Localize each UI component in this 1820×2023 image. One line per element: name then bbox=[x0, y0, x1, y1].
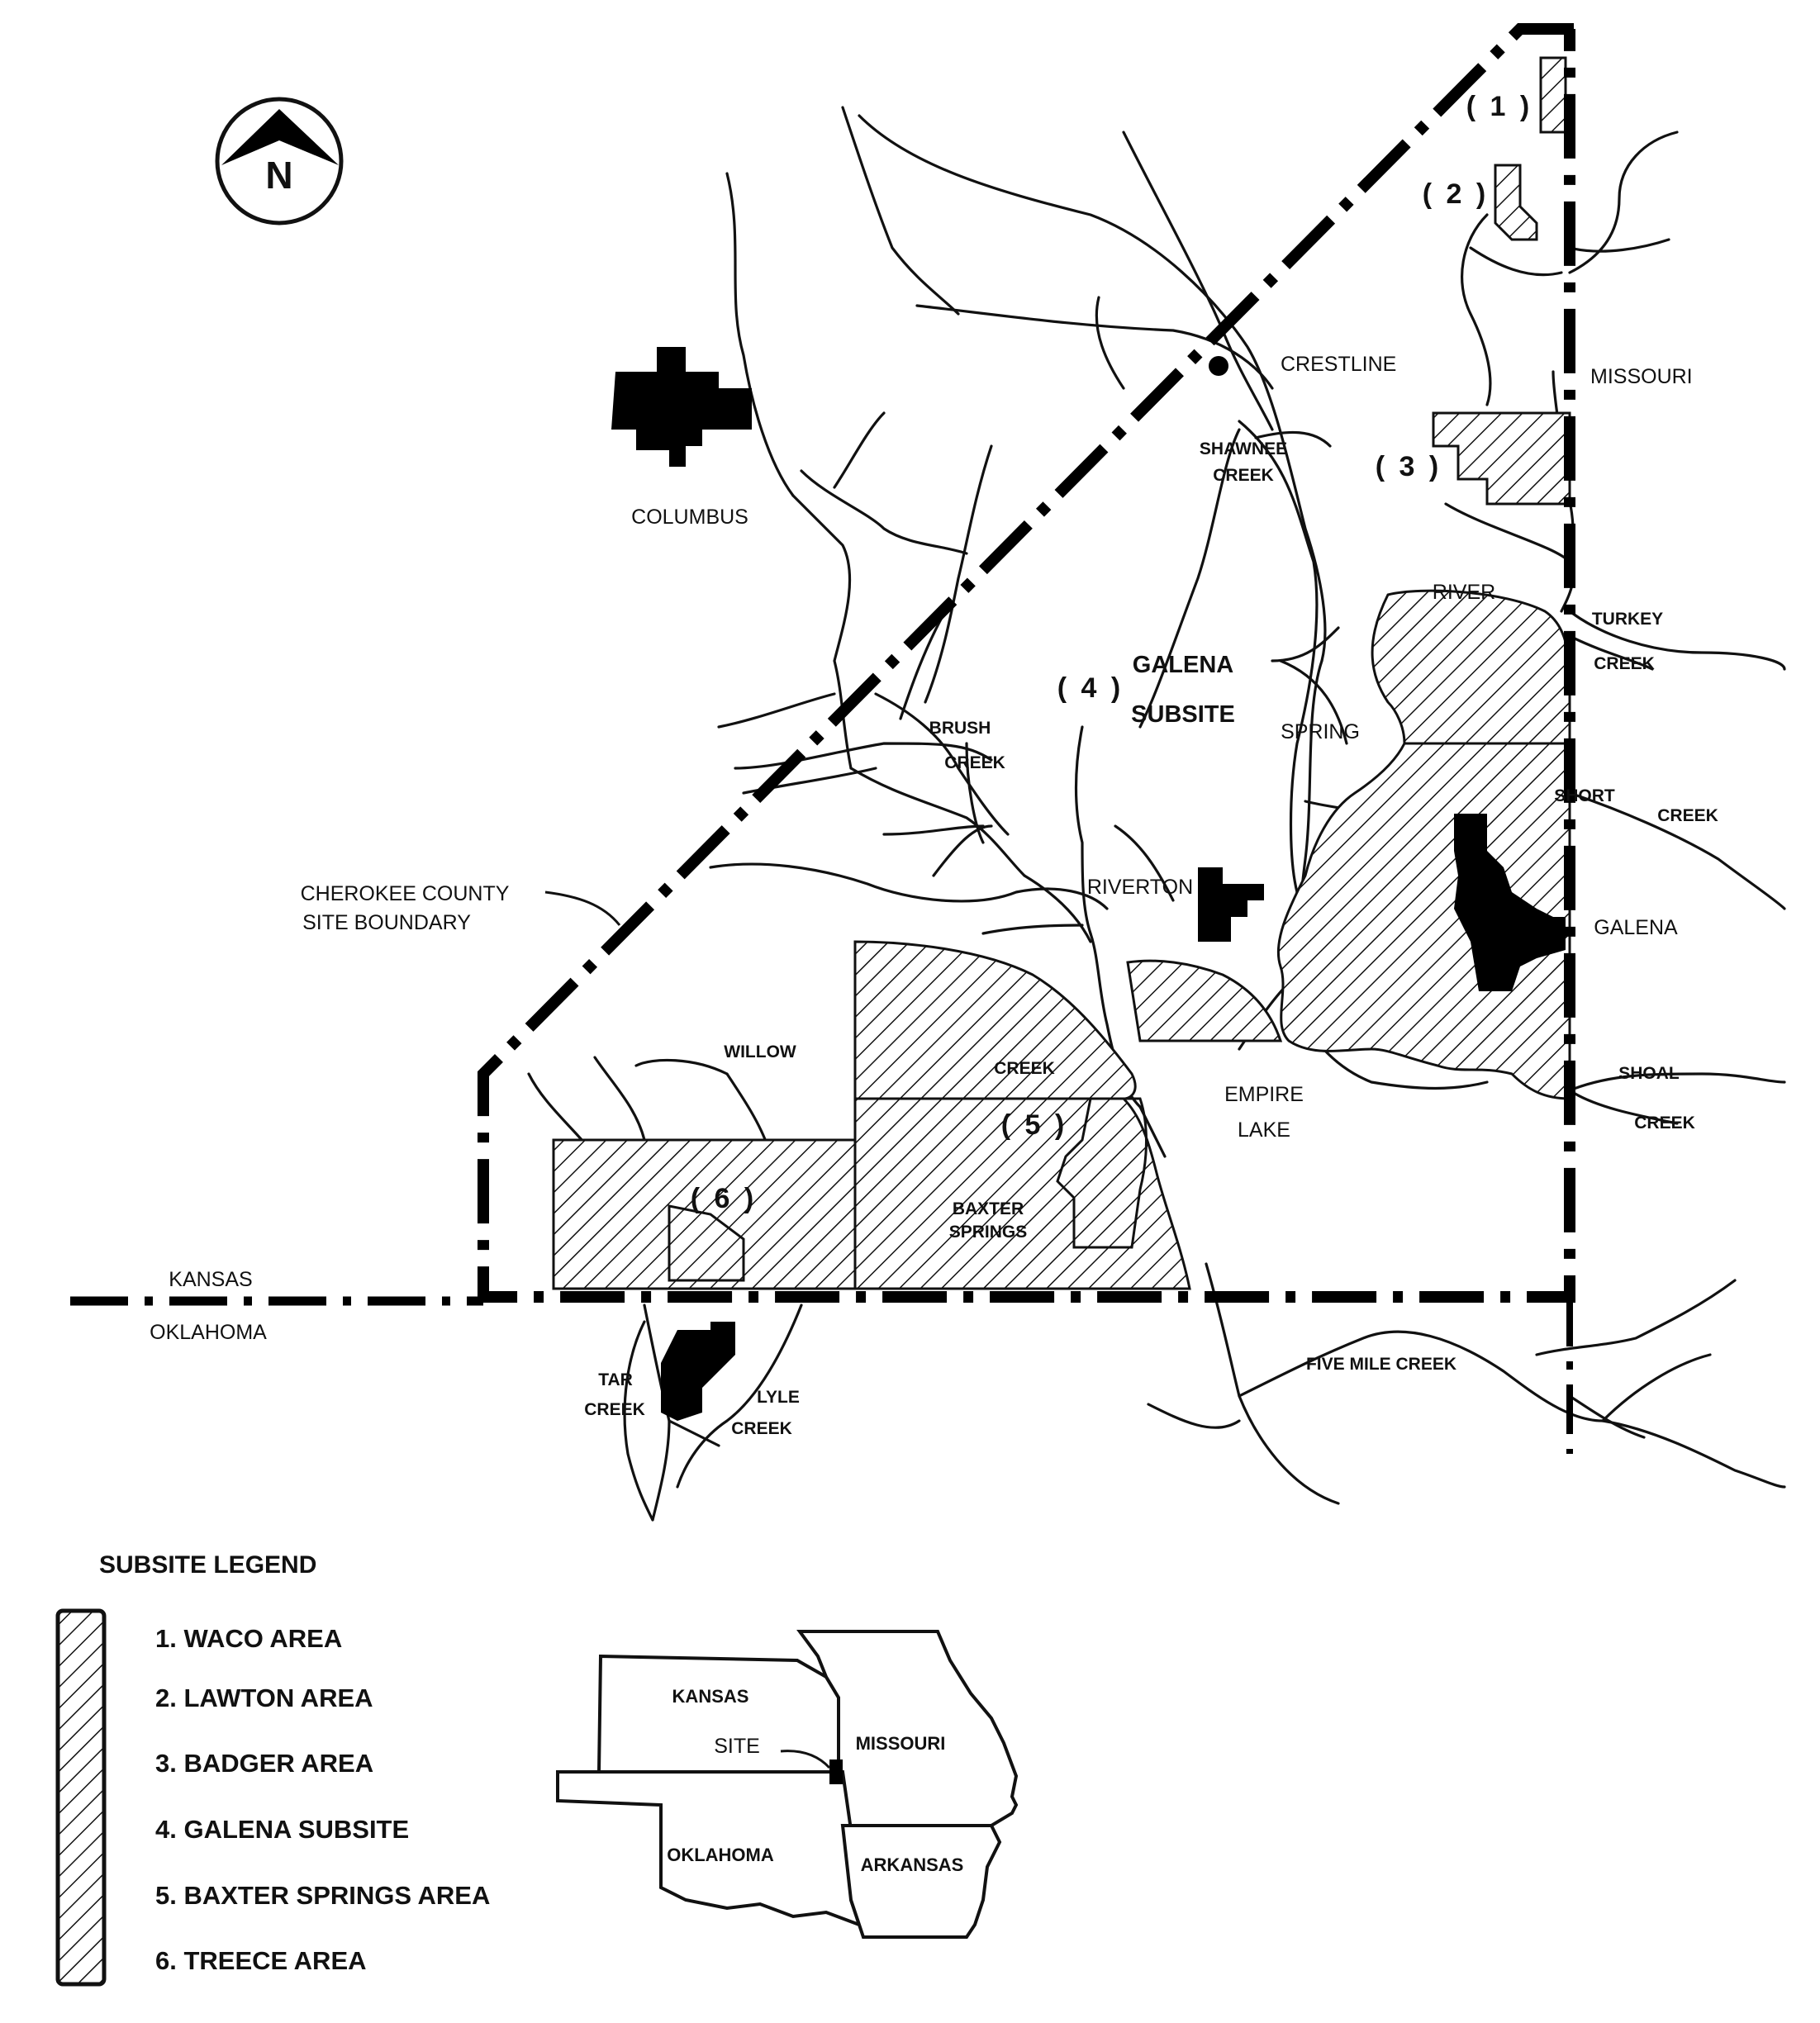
riverton-town bbox=[1198, 867, 1264, 942]
label-brush: BRUSH bbox=[929, 719, 991, 738]
label-oklahoma: OKLAHOMA bbox=[150, 1321, 267, 1344]
label-galena-subsite-2: SUBSITE bbox=[1131, 701, 1235, 728]
subsite-number-2: ( 2 ) bbox=[1423, 178, 1489, 210]
label-boundary-1: CHEROKEE COUNTY bbox=[301, 882, 510, 905]
label-willow: WILLOW bbox=[724, 1042, 796, 1061]
willow-creek-area bbox=[853, 940, 1137, 1100]
inset-label-kansas: KANSAS bbox=[672, 1686, 749, 1707]
subsite-number-5: ( 5 ) bbox=[1001, 1109, 1067, 1141]
inset-arkansas bbox=[840, 1824, 1002, 1939]
legend-item-2: 2. LAWTON AREA bbox=[155, 1683, 373, 1712]
legend-item-5: 5. BAXTER SPRINGS AREA bbox=[155, 1881, 490, 1910]
inset-label-site: SITE bbox=[714, 1735, 760, 1758]
legend-item-1: 1. WACO AREA bbox=[155, 1624, 342, 1653]
label-galena: GALENA bbox=[1594, 916, 1678, 939]
inset-label-missouri: MISSOURI bbox=[856, 1733, 946, 1754]
label-brush-creek: CREEK bbox=[944, 753, 1005, 772]
galena-town bbox=[1454, 814, 1566, 991]
label-tar: TAR bbox=[598, 1370, 633, 1389]
north-arrow-icon: N bbox=[215, 97, 344, 226]
town-shapes bbox=[611, 347, 1566, 1421]
badger-area bbox=[1432, 411, 1571, 506]
inset-missouri bbox=[796, 1630, 1019, 1827]
waco-area bbox=[1539, 56, 1567, 134]
picher-town bbox=[661, 1322, 735, 1421]
river-network bbox=[527, 106, 1786, 1522]
legend-title: SUBSITE LEGEND bbox=[99, 1551, 316, 1579]
subsite-numbers: ( 1 ) ( 2 ) ( 3 ) ( 4 ) ( 5 ) ( 6 ) bbox=[691, 91, 1533, 1214]
inset-map: KANSAS SITE MISSOURI OKLAHOMA ARKANSAS bbox=[556, 1630, 1019, 1939]
subsite-legend: SUBSITE LEGEND 1. WACO AREA 2. LAWTON AR… bbox=[55, 1551, 490, 1987]
label-boundary-2: SITE BOUNDARY bbox=[302, 911, 471, 934]
label-turkey: TURKEY bbox=[1592, 610, 1663, 629]
inset-label-oklahoma: OKLAHOMA bbox=[667, 1845, 774, 1865]
label-shoal-creek: CREEK bbox=[1634, 1114, 1695, 1133]
lawton-area bbox=[1494, 164, 1538, 241]
label-shawnee: SHAWNEE bbox=[1200, 439, 1287, 458]
label-five-mile-creek: FIVE MILE CREEK bbox=[1306, 1355, 1456, 1374]
legend-item-3: 3. BADGER AREA bbox=[155, 1749, 373, 1778]
legend-item-6: 6. TREECE AREA bbox=[155, 1946, 367, 1975]
label-empire: EMPIRE bbox=[1224, 1083, 1304, 1106]
label-baxter: BAXTER bbox=[953, 1199, 1024, 1218]
label-shawnee-creek: CREEK bbox=[1213, 466, 1274, 485]
label-kansas: KANSAS bbox=[169, 1268, 252, 1291]
label-springs: SPRINGS bbox=[949, 1223, 1028, 1242]
label-willow-creek: CREEK bbox=[994, 1059, 1055, 1078]
columbus-town bbox=[611, 347, 752, 467]
empire-area bbox=[1126, 959, 1283, 1042]
inset-label-arkansas: ARKANSAS bbox=[861, 1854, 964, 1875]
leader-lines bbox=[544, 890, 819, 1761]
treece-outline bbox=[668, 1204, 745, 1282]
legend-hatch-swatch bbox=[55, 1608, 107, 1987]
crestline-dot bbox=[1209, 356, 1228, 376]
label-river: RIVER bbox=[1433, 581, 1495, 604]
label-lyle-creek: CREEK bbox=[731, 1419, 792, 1438]
label-riverton: RIVERTON bbox=[1087, 876, 1193, 899]
label-shoal: SHOAL bbox=[1618, 1064, 1680, 1083]
subsite-number-3: ( 3 ) bbox=[1376, 451, 1442, 482]
label-short: SHORT bbox=[1554, 786, 1615, 805]
label-crestline: CRESTLINE bbox=[1281, 353, 1396, 376]
boundaries bbox=[70, 23, 1575, 1454]
map-labels: CRESTLINE MISSOURI SHAWNEE CREEK COLUMBU… bbox=[150, 353, 1718, 1438]
legend-item-4: 4. GALENA SUBSITE bbox=[155, 1815, 409, 1844]
baxter-springs-outline bbox=[1056, 1097, 1148, 1249]
cherokee-county-site-boundary bbox=[478, 23, 1575, 1303]
label-lyle: LYLE bbox=[757, 1388, 800, 1407]
baxter-springs-area bbox=[853, 1097, 1191, 1290]
label-galena-subsite-1: GALENA bbox=[1133, 652, 1234, 678]
subsite-number-6: ( 6 ) bbox=[691, 1183, 757, 1214]
label-turkey-creek: CREEK bbox=[1594, 654, 1655, 673]
label-missouri: MISSOURI bbox=[1590, 365, 1693, 388]
label-short-creek: CREEK bbox=[1657, 806, 1718, 825]
north-letter: N bbox=[265, 154, 292, 197]
label-columbus: COLUMBUS bbox=[631, 506, 748, 529]
label-spring: SPRING bbox=[1281, 720, 1360, 743]
galena-subsite-north bbox=[1371, 589, 1571, 745]
subsite-number-1: ( 1 ) bbox=[1466, 91, 1533, 122]
subsite-number-4: ( 4 ) bbox=[1057, 672, 1124, 704]
inset-site-marker bbox=[829, 1759, 843, 1784]
label-lake: LAKE bbox=[1238, 1118, 1290, 1142]
label-tar-creek: CREEK bbox=[584, 1400, 645, 1419]
galena-subsite-south bbox=[1276, 742, 1571, 1100]
